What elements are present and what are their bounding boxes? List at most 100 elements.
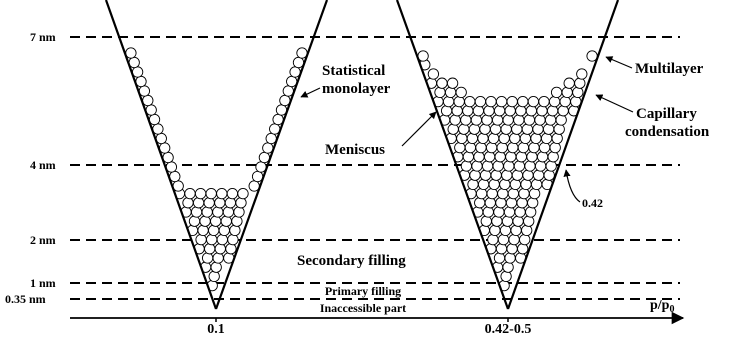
molecule [199, 215, 211, 227]
molecule [500, 123, 512, 135]
molecule [526, 151, 538, 163]
molecule [208, 224, 220, 237]
molecule [481, 114, 493, 126]
molecule [550, 86, 563, 99]
molecule [470, 114, 483, 126]
molecule [497, 187, 509, 200]
molecule [508, 233, 520, 246]
molecule [521, 123, 534, 135]
molecule [538, 95, 550, 108]
molecule [524, 160, 536, 172]
molecule [506, 95, 518, 108]
molecule [545, 160, 557, 172]
molecule [499, 178, 511, 191]
molecule [455, 86, 467, 99]
molecule [563, 77, 575, 89]
arrow-multilayer [605, 56, 633, 69]
molecule [444, 86, 457, 99]
label-secondary-filling: Secondary filling [297, 253, 406, 269]
x-axis-label-main: p/p [650, 298, 670, 313]
molecule [184, 187, 196, 200]
molecule [481, 160, 494, 172]
molecule [493, 252, 506, 264]
molecule [479, 123, 491, 135]
arrow-meniscus [401, 111, 437, 147]
level-label-1nm: 1 nm [30, 276, 56, 290]
molecule [525, 206, 537, 218]
molecule [520, 178, 532, 191]
molecule [501, 169, 513, 181]
molecule [483, 105, 495, 117]
molecule [488, 178, 500, 191]
molecule [218, 224, 230, 237]
molecule [513, 160, 526, 172]
molecule [536, 151, 549, 163]
molecule [543, 169, 555, 181]
pore-2-molecules [417, 50, 598, 292]
molecule [492, 160, 504, 172]
molecule [477, 178, 490, 191]
pore-1-left-wall [104, 0, 218, 310]
molecule [504, 252, 516, 264]
molecule [487, 233, 499, 246]
x-axis-label: p/p0 [650, 298, 674, 315]
molecule [523, 114, 536, 126]
molecule [208, 270, 220, 283]
molecule [502, 261, 514, 273]
molecule [501, 215, 514, 227]
pore-1-right-wall [214, 0, 329, 310]
molecule [519, 132, 532, 145]
molecule [555, 114, 567, 126]
pore-2 [395, 0, 620, 310]
molecule [516, 197, 528, 209]
molecule [210, 215, 222, 227]
molecule [496, 141, 508, 154]
molecule [462, 105, 474, 117]
molecule [449, 114, 461, 126]
molecule [231, 215, 243, 227]
x-axis-tick-label-left: 0.1 [207, 322, 225, 337]
molecule [530, 178, 543, 191]
molecule [510, 224, 522, 237]
molecule [473, 151, 485, 163]
pore-1-molecules [125, 47, 308, 292]
molecule [197, 224, 209, 237]
level-label-2nm: 2 nm [30, 233, 56, 247]
molecule [462, 151, 475, 163]
molecule [216, 187, 228, 200]
molecule [499, 224, 512, 237]
molecule [192, 197, 205, 209]
molecule [451, 105, 463, 117]
label-inaccessible-part: Inaccessible part [320, 301, 406, 315]
pore-2-left-wall [395, 0, 510, 310]
molecule [472, 105, 485, 117]
molecule [220, 215, 232, 227]
level-label-7nm: 7 nm [30, 30, 56, 44]
molecule [532, 169, 545, 181]
molecule [528, 141, 540, 154]
molecule [512, 215, 524, 227]
molecule [495, 243, 508, 255]
level-labels: 7 nm 4 nm 2 nm 1 nm 0.35 nm [5, 30, 56, 306]
molecule [474, 197, 486, 209]
molecule [229, 224, 241, 237]
molecule [553, 123, 565, 135]
label-meniscus: Meniscus [325, 142, 385, 158]
molecule [214, 243, 226, 255]
molecule [502, 114, 514, 126]
molecule [434, 86, 446, 99]
molecule [527, 197, 539, 209]
molecule [464, 95, 476, 108]
molecule [456, 132, 468, 145]
molecule [206, 233, 218, 246]
molecule [540, 132, 553, 145]
molecule [574, 77, 586, 89]
label-monolayer: monolayer [322, 81, 391, 97]
molecule [544, 114, 557, 126]
molecule [521, 224, 533, 237]
molecule [505, 151, 517, 163]
molecule [493, 105, 506, 117]
molecule [495, 197, 507, 209]
molecule [546, 105, 559, 117]
molecule [503, 160, 515, 172]
